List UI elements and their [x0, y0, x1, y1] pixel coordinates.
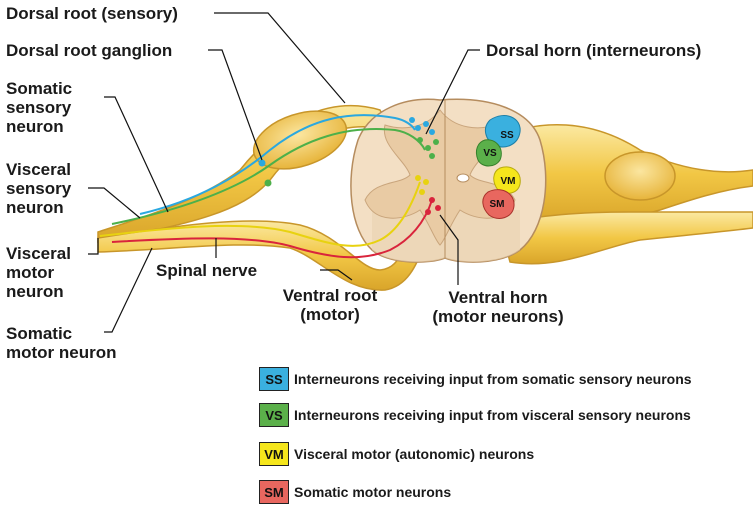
region-ss: SS	[484, 115, 521, 148]
legend-text-vs: Interneurons receiving input from viscer…	[294, 407, 691, 423]
visceral-sensory-fiber	[111, 128, 426, 225]
visceral-motor-fiber	[99, 181, 421, 247]
leader-visceral-sensory	[88, 187, 141, 219]
somatic-sensory-fiber	[139, 114, 416, 215]
label-somatic-motor-neuron: Somatic motor neuron	[6, 324, 117, 362]
region-sm-label: SM	[490, 199, 505, 210]
region-vm: VM	[493, 166, 521, 194]
somatic-motor-fiber	[111, 199, 433, 259]
visceral-sensory-cell-body	[264, 179, 272, 187]
label-ventral-horn: Ventral horn (motor neurons)	[432, 288, 564, 326]
legend-swatch-vm: VM	[259, 442, 289, 466]
somatic-sensory-cell-body	[258, 159, 266, 167]
region-vm-label: VM	[501, 176, 516, 187]
legend-swatch-vs: VS	[259, 403, 289, 427]
legend-swatch-ss: SS	[259, 367, 289, 391]
label-visceral-sensory-neuron: Visceral sensory neuron	[6, 160, 72, 217]
legend-text-ss: Interneurons receiving input from somati…	[294, 371, 692, 387]
legend-item-vm: VM Visceral motor (autonomic) neurons	[259, 441, 534, 467]
region-vs-label: VS	[483, 148, 497, 159]
legend-item-ss: SS Interneurons receiving input from som…	[259, 366, 692, 392]
label-somatic-sensory-neuron: Somatic sensory neuron	[6, 79, 73, 136]
leader-somatic-motor	[104, 247, 153, 333]
legend-item-vs: VS Interneurons receiving input from vis…	[259, 402, 691, 428]
leader-lines	[88, 12, 480, 333]
label-dorsal-root: Dorsal root (sensory)	[6, 4, 178, 23]
legend-swatch-sm: SM	[259, 480, 289, 504]
legend-item-sm: SM Somatic motor neurons	[259, 479, 451, 505]
region-ss-label: SS	[500, 130, 514, 141]
right-spinal-nerve	[499, 124, 753, 265]
region-sm: SM	[482, 189, 515, 219]
label-dorsal-horn: Dorsal horn (interneurons)	[486, 41, 702, 60]
leader-somatic-sensory	[104, 96, 169, 213]
leader-visceral-motor	[88, 238, 99, 255]
neuron-dots	[409, 117, 441, 215]
label-ventral-root: Ventral root (motor)	[282, 286, 378, 324]
leader-ventral-horn	[439, 214, 459, 285]
leader-dorsal-horn	[425, 49, 480, 135]
leader-dorsal-root-ganglion	[208, 49, 263, 161]
leader-ventral-root	[320, 269, 353, 281]
label-dorsal-root-ganglion: Dorsal root ganglion	[6, 41, 173, 60]
label-visceral-motor-neuron: Visceral motor neuron	[6, 244, 71, 301]
legend-text-sm: Somatic motor neurons	[294, 484, 452, 500]
legend-text-vm: Visceral motor (autonomic) neurons	[294, 446, 535, 462]
leader-dorsal-root	[214, 12, 346, 104]
label-spinal-nerve: Spinal nerve	[156, 261, 258, 280]
dorsal-root-ganglion-shape	[252, 110, 348, 170]
neuron-fibers	[99, 114, 433, 259]
region-vs: VS	[475, 139, 502, 167]
